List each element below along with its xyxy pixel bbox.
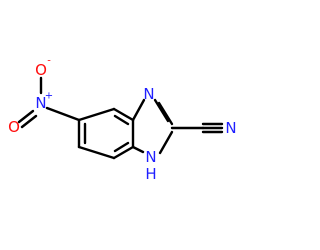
bond-nitro-n-o-bottom-1 bbox=[17, 109, 35, 124]
bond-benzene-c6-c7 bbox=[77, 145, 116, 160]
imidazole-n3-label: N bbox=[143, 85, 154, 103]
bond-n1-c7a bbox=[131, 145, 145, 154]
bond-benzene-c7-c7a bbox=[112, 145, 135, 160]
bond-benzene-c4-c5 bbox=[77, 107, 116, 122]
benzimidazole-structure: O - N + O N N H N bbox=[8, 56, 237, 184]
bond-n3-c2-double bbox=[157, 101, 174, 126]
bond-c3a-n3 bbox=[131, 98, 146, 122]
bond-c5-nitro-n bbox=[45, 106, 81, 122]
atom-labels: O - N + O N N H N bbox=[8, 56, 237, 184]
nitrile-nitrogen-label: N bbox=[225, 119, 236, 137]
bond-nitro-n-o-bottom-2 bbox=[20, 114, 38, 129]
nitro-oxygen-charge: - bbox=[47, 56, 51, 67]
nitro-nitrogen-label: N bbox=[35, 94, 46, 112]
nitro-oxygen-bottom-label: O bbox=[8, 118, 20, 136]
bonds bbox=[17, 76, 224, 160]
bond-benzene-inner-2 bbox=[113, 141, 130, 153]
bond-c2-n1 bbox=[158, 130, 174, 155]
bond-benzene-c3a-c4 bbox=[112, 107, 135, 122]
bond-benzene-inner-3 bbox=[113, 114, 130, 126]
nitro-oxygen-top-label: O bbox=[35, 61, 47, 79]
bond-n3-c2-single bbox=[153, 98, 170, 123]
imidazole-n1-hydrogen-label: H bbox=[145, 165, 156, 183]
imidazole-n1-label: N bbox=[145, 148, 156, 166]
nitro-nitrogen-charge: + bbox=[45, 91, 53, 102]
